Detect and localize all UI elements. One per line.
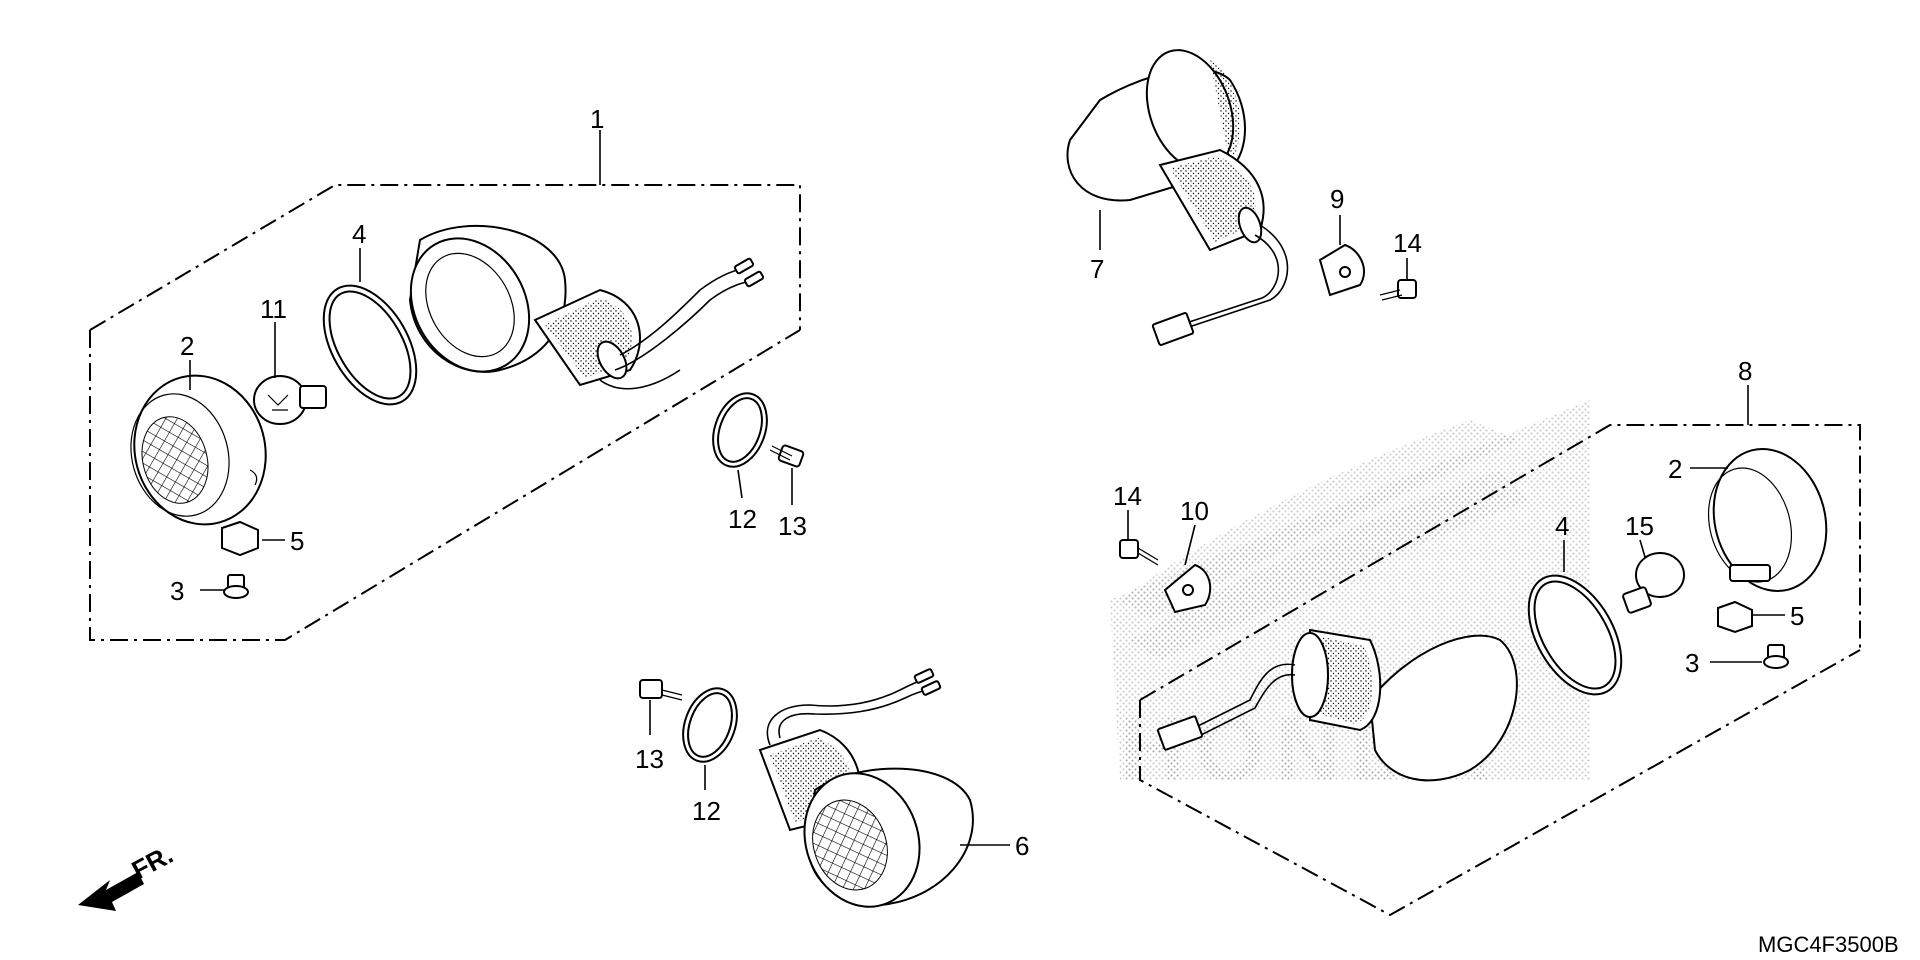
watermark-wing-logo bbox=[1120, 420, 1530, 660]
nut-part-5-right[interactable] bbox=[1717, 600, 1753, 634]
bolt-part-13-bottom[interactable] bbox=[639, 679, 683, 701]
winker-part-6[interactable] bbox=[758, 668, 974, 923]
housing-assembly-8[interactable] bbox=[1157, 628, 1518, 782]
callout-11: 11 bbox=[260, 294, 287, 324]
winker-part-7[interactable] bbox=[1066, 38, 1289, 346]
callout-2-right: 2 bbox=[1668, 454, 1682, 484]
lens-part-2-right[interactable] bbox=[1696, 436, 1841, 604]
callout-15: 15 bbox=[1625, 511, 1654, 541]
callout-4-left: 4 bbox=[352, 219, 366, 249]
ring-part-4[interactable] bbox=[305, 270, 436, 421]
callout-12-top: 12 bbox=[728, 504, 757, 534]
callout-14-right: 14 bbox=[1113, 481, 1142, 511]
bolt-part-14-top[interactable] bbox=[1379, 279, 1417, 301]
callout-5-left: 5 bbox=[290, 526, 304, 556]
front-arrow-icon bbox=[78, 872, 144, 911]
callouts: 1 2 11 4 5 3 12 13 7 9 14 8 2 4 15 5 3 1… bbox=[170, 104, 1804, 861]
callout-2-left: 2 bbox=[180, 331, 194, 361]
bulb-part-15[interactable] bbox=[1622, 552, 1685, 614]
assembly-8-box bbox=[1139, 385, 1861, 917]
leader-lines bbox=[189, 210, 1785, 846]
callout-10: 10 bbox=[1180, 496, 1209, 526]
callout-13-bottom: 13 bbox=[635, 744, 664, 774]
nut-part-5-left[interactable] bbox=[221, 520, 259, 557]
ring-part-12-bottom[interactable] bbox=[674, 681, 747, 770]
lens-part-2[interactable] bbox=[118, 361, 283, 540]
callout-12-bottom: 12 bbox=[692, 796, 721, 826]
screw-part-3-right[interactable] bbox=[1763, 644, 1789, 669]
assembly-1-box bbox=[89, 130, 801, 641]
callout-7: 7 bbox=[1090, 254, 1104, 284]
callout-3-left: 3 bbox=[170, 576, 184, 606]
callout-9: 9 bbox=[1330, 184, 1344, 214]
bolt-part-14-right[interactable] bbox=[1119, 539, 1159, 566]
plate-part-9[interactable] bbox=[1318, 243, 1365, 297]
ring-part-4-right[interactable] bbox=[1510, 560, 1641, 711]
housing-assembly-1[interactable] bbox=[387, 217, 765, 393]
callout-14-top: 14 bbox=[1393, 228, 1422, 258]
plate-part-10[interactable] bbox=[1163, 563, 1212, 614]
callout-6: 6 bbox=[1015, 831, 1029, 861]
callout-13-top: 13 bbox=[778, 511, 807, 541]
callout-1: 1 bbox=[590, 104, 604, 134]
front-direction-indicator: FR. bbox=[78, 839, 178, 911]
bolt-part-13-top[interactable] bbox=[769, 444, 805, 468]
bulb-part-11[interactable] bbox=[253, 375, 327, 425]
callout-5-right: 5 bbox=[1790, 601, 1804, 631]
ring-part-12-top[interactable] bbox=[704, 386, 777, 475]
screw-part-3-left[interactable] bbox=[223, 574, 249, 599]
callout-4-right: 4 bbox=[1555, 511, 1569, 541]
callout-3-right: 3 bbox=[1685, 648, 1699, 678]
callout-8: 8 bbox=[1738, 356, 1752, 386]
drawing-code: MGC4F3500B bbox=[1758, 932, 1899, 957]
